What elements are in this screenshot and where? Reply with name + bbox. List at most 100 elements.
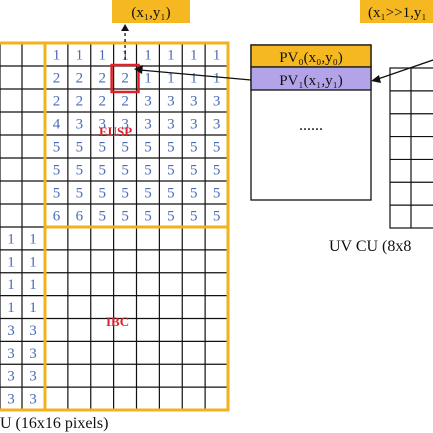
left-cell-value: 3: [29, 392, 37, 408]
eusp-cell-value: 5: [53, 186, 61, 202]
eusp-cell-value: 5: [190, 209, 198, 225]
pv1-label: PV₁(x₁,y₁): [279, 73, 343, 89]
left-cell-value: 3: [29, 346, 37, 362]
eusp-cell-value: 2: [76, 71, 84, 87]
eusp-cell-value: 5: [167, 163, 175, 179]
eusp-cell-value: 3: [190, 117, 198, 133]
eusp-cell-value: 2: [121, 71, 129, 87]
eusp-cell-value: 3: [144, 94, 152, 110]
left-cell-value: 1: [7, 231, 15, 247]
top-label-left: (x₁,y₁): [131, 5, 170, 21]
top-label-box-right: [360, 0, 433, 23]
eusp-cell-value: 5: [144, 186, 152, 202]
eusp-cell-value: 2: [76, 94, 84, 110]
dashed-arrow-head: [121, 24, 130, 31]
eusp-cell-value: 1: [167, 71, 175, 87]
eusp-cell-value: 3: [98, 117, 106, 133]
eusp-cell-value: 2: [121, 94, 129, 110]
eusp-cell-value: 4: [53, 117, 61, 133]
eusp-cell-value: 5: [53, 140, 61, 156]
left-cell-value: 1: [29, 231, 37, 247]
eusp-cell-value: 5: [144, 163, 152, 179]
eusp-cell-value: 5: [167, 140, 175, 156]
eusp-cell-value: 5: [53, 163, 61, 179]
eusp-cell-value: 5: [76, 163, 84, 179]
eusp-cell-value: 3: [76, 117, 84, 133]
caption-uv-cu: UV CU (8x8: [329, 238, 411, 255]
eusp-cell-value: 2: [98, 71, 106, 87]
eusp-cell-value: 1: [98, 48, 106, 64]
eusp-cell-value: 5: [144, 140, 152, 156]
eusp-cell-value: 5: [98, 186, 106, 202]
ibc-label: IBC: [106, 314, 129, 329]
pv-arrow-line: [139, 69, 252, 81]
eusp-cell-value: 5: [121, 186, 129, 202]
eusp-cell-value: 2: [53, 71, 61, 87]
eusp-cell-value: 5: [167, 186, 175, 202]
left-cell-value: 1: [29, 300, 37, 316]
eusp-cell-value: 3: [213, 117, 221, 133]
eusp-cell-value: 3: [167, 117, 175, 133]
left-cell-value: 1: [29, 254, 37, 270]
eusp-cell-value: 3: [213, 94, 221, 110]
eusp-cell-value: 5: [98, 163, 106, 179]
top-label-right: (x₁>>1,y₁: [368, 5, 427, 21]
left-cell-value: 1: [29, 277, 37, 293]
pv-arrow-head: [134, 65, 143, 74]
left-cell-value: 3: [29, 369, 37, 385]
left-cell-value: 3: [7, 323, 15, 339]
eusp-cell-value: 1: [121, 48, 129, 64]
eusp-cell-value: 1: [190, 48, 198, 64]
eusp-cell-value: 5: [190, 140, 198, 156]
eusp-cell-value: 3: [144, 117, 152, 133]
eusp-cell-value: 5: [190, 186, 198, 202]
pv0-label: PV₀(x₀,y₀): [279, 50, 343, 66]
eusp-cell-value: 5: [121, 140, 129, 156]
eusp-cell-value: 3: [167, 94, 175, 110]
eusp-cell-value: 5: [144, 209, 152, 225]
eusp-cell-value: 5: [98, 140, 106, 156]
eusp-cell-value: 1: [167, 48, 175, 64]
eusp-cell-value: 5: [76, 186, 84, 202]
eusp-cell-value: 5: [213, 186, 221, 202]
eusp-cell-value: 1: [213, 48, 221, 64]
left-cell-value: 3: [29, 323, 37, 339]
eusp-cell-value: 5: [121, 163, 129, 179]
eusp-cell-value: 5: [190, 163, 198, 179]
eusp-cell-value: 2: [53, 94, 61, 110]
uv-arrow-head: [371, 75, 381, 83]
eusp-cell-value: 3: [121, 117, 129, 133]
top-label-box-left: [112, 0, 190, 23]
grid-layer: [0, 42, 433, 411]
highlighted-cell: [110, 63, 140, 94]
left-cell-value: 1: [7, 300, 15, 316]
eusp-cell-value: 5: [121, 209, 129, 225]
left-cell-value: 3: [7, 392, 15, 408]
eusp-cell-value: 5: [213, 140, 221, 156]
eusp-cell-value: 3: [190, 94, 198, 110]
eusp-cell-value: 1: [144, 71, 152, 87]
eusp-cell-value: 1: [144, 48, 152, 64]
left-cell-value: 1: [7, 254, 15, 270]
uv-cu-grid-border: [389, 67, 433, 229]
left-cell-value: 3: [7, 369, 15, 385]
eusp-cell-value: 5: [213, 209, 221, 225]
eusp-cell-value: 2: [98, 94, 106, 110]
eusp-cell-value: 1: [190, 71, 198, 87]
eusp-cell-value: 5: [167, 209, 175, 225]
eusp-cell-value: 5: [76, 140, 84, 156]
eusp-cell-value: 6: [76, 209, 84, 225]
overlay-layer: [0, 24, 433, 412]
eusp-cell-value: 1: [76, 48, 84, 64]
eusp-cell-value: 1: [213, 71, 221, 87]
eusp-cell-value: 6: [53, 209, 61, 225]
caption-luma-cu: U (16x16 pixels): [0, 415, 108, 432]
ibc-block-border: [43, 225, 230, 412]
pv-table-ellipsis: ......: [299, 117, 323, 134]
eusp-cell-value: 1: [53, 48, 61, 64]
eusp-cell-value: 5: [98, 209, 106, 225]
eusp-label: EUSP: [99, 124, 132, 139]
uv-arrow-line: [374, 59, 433, 81]
